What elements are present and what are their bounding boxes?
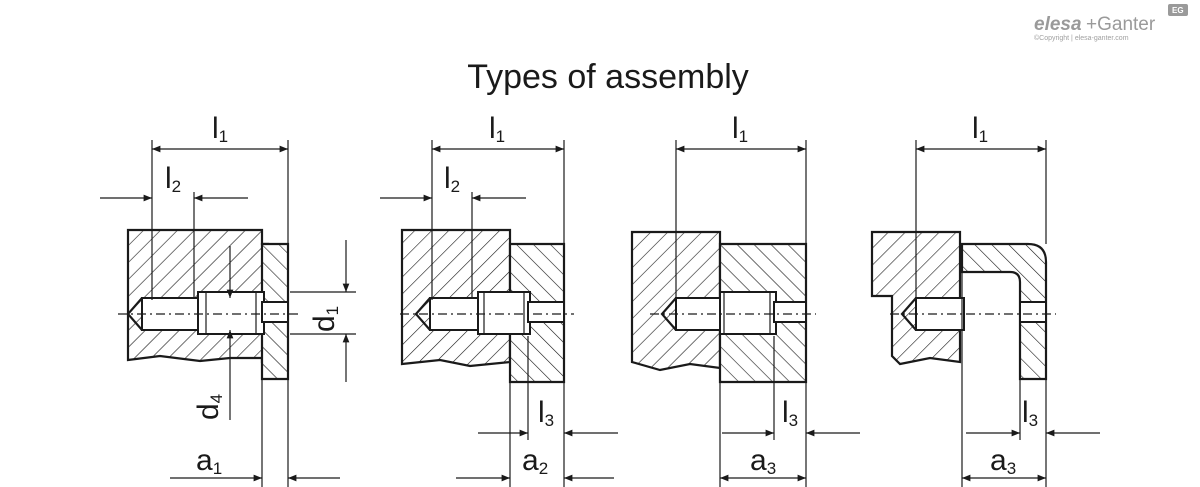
assembly-type-1: l1 l2 d1 d4 a1 [100,112,356,487]
dim-a1-label: a1 [196,444,222,478]
dim-l1-label-1: l1 [212,112,228,146]
dim-l3-label-2: l3 [538,396,554,430]
logo-word-ganter: +Ganter [1086,14,1156,35]
dim-d4-label: d4 [192,394,226,420]
pin-hole-1 [261,301,289,323]
dim-l1-label-2: l1 [489,112,505,146]
bore-large-1 [197,291,265,335]
drill-point-1 [126,297,143,331]
dim-l1-label-3: l1 [732,112,748,146]
pin-hole-4 [1019,301,1047,323]
bore-large-3 [719,291,777,335]
bore-large-2 [477,291,531,335]
eg-badge-text: EG [1172,6,1184,15]
assembly-type-3: l1 l3 a3 [630,112,860,487]
eg-badge-icon [1168,4,1188,16]
dim-d1-label: d1 [308,306,342,332]
dim-l2-label-2: l2 [444,162,460,196]
bore-small-2 [429,297,481,331]
dim-a3-label-2: a3 [990,444,1016,478]
brand-logo: elesa +Ganter EG ©Copyright | elesa-gant… [1034,4,1188,42]
dim-l2-label-1: l2 [165,162,181,196]
copyright-text: ©Copyright | elesa-ganter.com [1034,34,1129,42]
pin-hole-2 [527,301,565,323]
dim-a2-label: a2 [522,444,548,478]
dim-l1-label-4: l1 [972,112,988,146]
dim-l3-label-4: l3 [1022,396,1038,430]
assembly-type-2: l1 l2 l3 a2 [380,112,618,487]
logo-word-elesa: elesa [1034,14,1082,35]
diagram-title: Types of assembly [467,58,749,96]
assembly-type-4: l1 l3 a3 [870,112,1100,487]
bracket-4 [960,242,1048,381]
dim-a3-label-1: a3 [750,444,776,478]
dim-l3-label-3: l3 [782,396,798,430]
pin-hole-3 [773,301,807,323]
